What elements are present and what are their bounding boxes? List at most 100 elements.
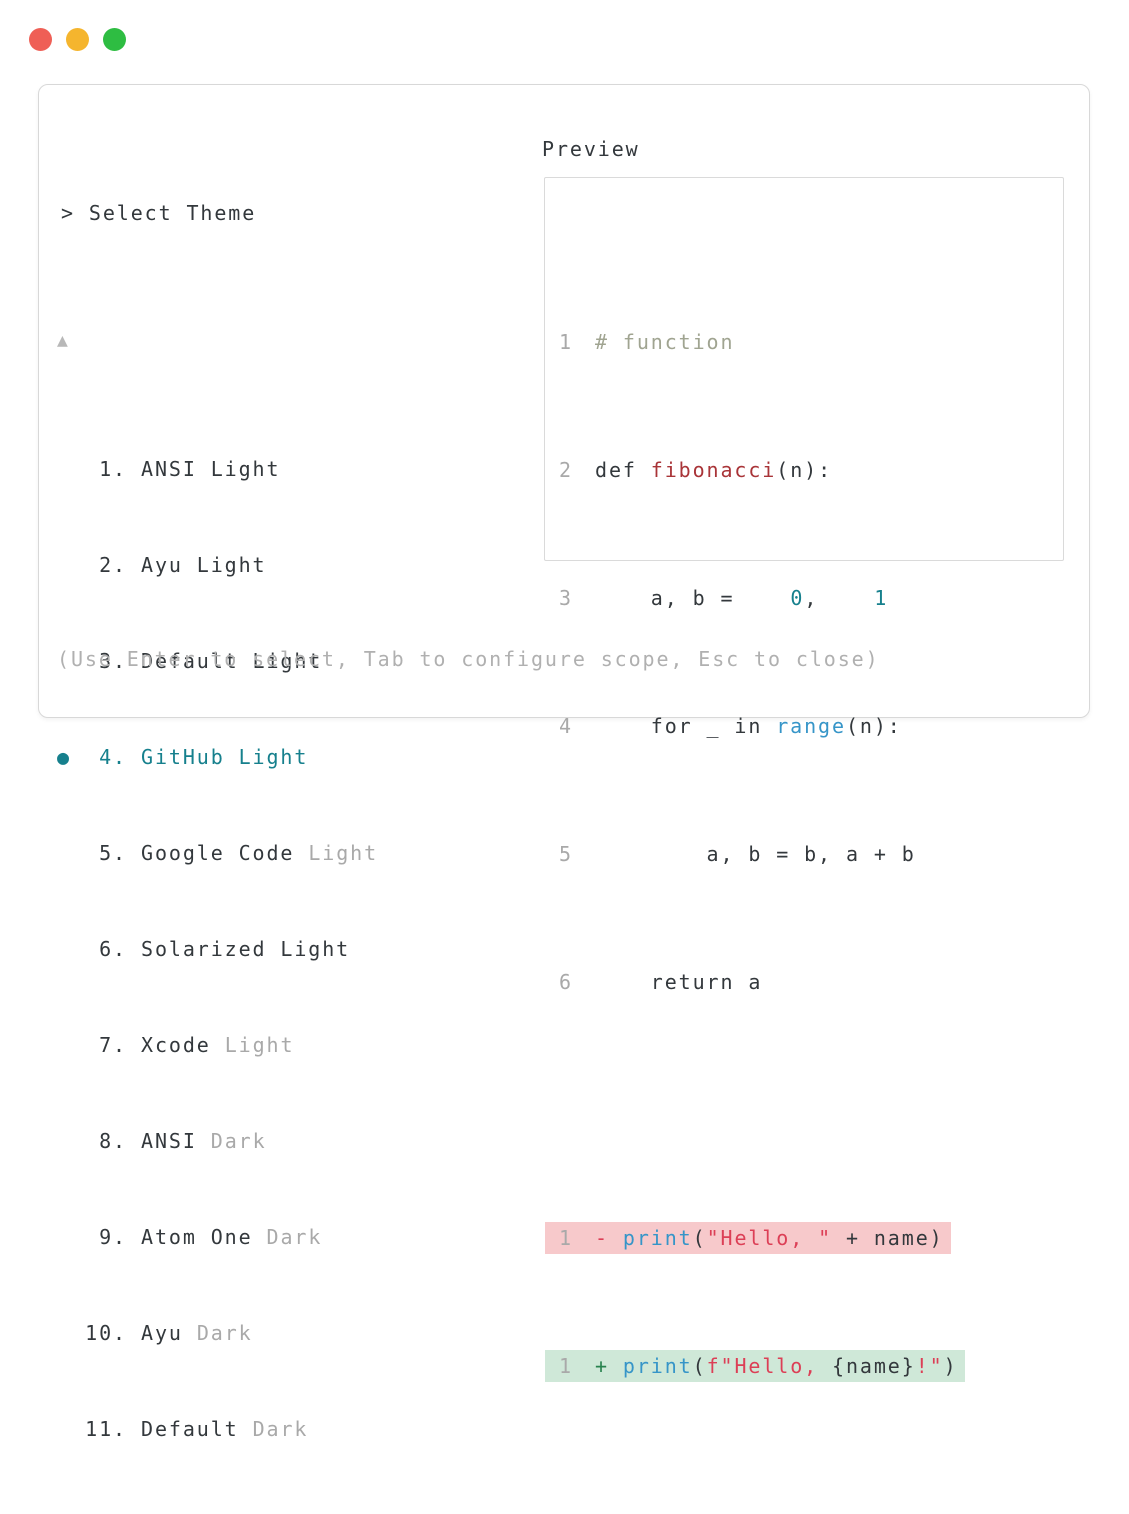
code-token: print — [622, 1354, 693, 1378]
option-number: 11. — [85, 1417, 127, 1441]
code-token: def — [595, 458, 651, 482]
option-number: 4. — [99, 745, 127, 769]
option-name: Ayu Light — [141, 553, 267, 577]
code-token: 1 — [874, 586, 889, 610]
code-token: range — [776, 714, 846, 738]
option-suffix: Dark — [266, 1225, 323, 1249]
preview-title: Preview — [542, 137, 640, 161]
code-line: 3 a, b = 0, 1 — [545, 582, 1063, 614]
blank-line — [545, 1094, 1063, 1126]
theme-option-default-light[interactable]: 3. Default Light — [57, 645, 378, 677]
code-token: return a — [595, 970, 763, 994]
zoom-icon[interactable] — [103, 28, 126, 51]
option-number: 3. — [99, 649, 127, 673]
close-icon[interactable] — [29, 28, 52, 51]
theme-option-ayu-dark[interactable]: 10. Ayu Dark — [57, 1317, 378, 1349]
code-token: f"Hello, — [706, 1354, 833, 1378]
option-name: Dracula — [141, 1509, 239, 1514]
option-number: 9. — [99, 1225, 127, 1249]
theme-option-github-light-selected[interactable]: ● 4. GitHub Light — [57, 741, 378, 773]
code-token: print — [622, 1226, 693, 1250]
theme-option-ansi-dark[interactable]: 8. ANSI Dark — [57, 1125, 378, 1157]
code-token: "Hello, " — [706, 1226, 833, 1250]
theme-list: > Select Theme ▲ 1. ANSI Light 2. Ayu Li… — [57, 133, 378, 1514]
code-token: 0 — [790, 586, 805, 610]
option-number: 1. — [99, 457, 127, 481]
line-number: 1 — [559, 1354, 573, 1378]
option-name: ANSI — [141, 1129, 197, 1153]
option-name: ANSI Light — [141, 457, 281, 481]
option-number: 8. — [99, 1129, 127, 1153]
code-token: (n): — [776, 458, 833, 482]
option-suffix: Light — [224, 1033, 295, 1057]
option-suffix: Dark — [253, 1509, 309, 1514]
code-token: a, b = b, a + b — [595, 842, 916, 866]
code-token: # function — [595, 330, 735, 354]
code-token: {name} — [832, 1354, 916, 1378]
option-number: 2. — [99, 553, 127, 577]
code-token: fibonacci — [650, 458, 777, 482]
prompt-text: > Select Theme — [61, 201, 257, 225]
minimize-icon[interactable] — [66, 28, 89, 51]
code-line: 1 # function — [545, 326, 1063, 358]
code-token: ) — [943, 1354, 958, 1378]
theme-option-atom-one-dark[interactable]: 9. Atom One Dark — [57, 1221, 378, 1253]
selected-bullet-icon: ● — [57, 745, 71, 769]
diff-minus-sign: - — [595, 1226, 623, 1250]
option-name: Xcode — [141, 1033, 211, 1057]
line-number: 2 — [559, 458, 573, 482]
line-number: 1 — [559, 330, 573, 354]
line-number: 6 — [559, 970, 573, 994]
option-name: Solarized Light — [141, 937, 351, 961]
diff-removed-line: 1- print("Hello, " + name) — [545, 1222, 951, 1254]
diff-added-line: 1 + print(f"Hello, {name}!") — [545, 1350, 965, 1382]
scroll-up-control[interactable]: ▲ — [57, 325, 378, 357]
option-suffix: Dark — [210, 1129, 267, 1153]
theme-option-default-dark[interactable]: 11. Default Dark — [57, 1413, 378, 1445]
code-token: ( — [692, 1354, 707, 1378]
option-name: Default Light — [141, 649, 323, 673]
option-number: 6. — [99, 937, 127, 961]
option-suffix: Dark — [196, 1321, 253, 1345]
code-token: , — [804, 586, 833, 610]
code-line: 6 return a — [545, 966, 1063, 998]
option-number: 5. — [99, 841, 127, 865]
option-name: Google Code — [141, 841, 295, 865]
code-line: 4 for _ in range(n): — [545, 710, 1063, 742]
line-number: 4 — [559, 714, 573, 738]
option-suffix: Dark — [252, 1417, 309, 1441]
option-name: Atom One — [141, 1225, 253, 1249]
option-name: GitHub Light — [141, 745, 309, 769]
code-line: 2 def fibonacci(n): — [545, 454, 1063, 486]
scroll-up-icon: ▲ — [57, 330, 70, 351]
help-hint-text: (Use Enter to select, Tab to configure s… — [57, 647, 880, 671]
window-controls — [29, 28, 126, 51]
code-token: !" — [915, 1354, 944, 1378]
theme-option-solarized-light[interactable]: 6. Solarized Light — [57, 933, 378, 965]
code-token: ( — [692, 1226, 707, 1250]
code-token: a, b = — [595, 586, 749, 610]
line-number: 5 — [559, 842, 573, 866]
option-number: 10. — [85, 1321, 127, 1345]
theme-picker-dialog: > Select Theme ▲ 1. ANSI Light 2. Ayu Li… — [38, 84, 1090, 1514]
line-number: 3 — [559, 586, 573, 610]
option-number: 7. — [99, 1033, 127, 1057]
theme-option-xcode-light[interactable]: 7. Xcode Light — [57, 1029, 378, 1061]
code-token: for _ in — [595, 714, 777, 738]
theme-option-ayu-light[interactable]: 2. Ayu Light — [57, 549, 378, 581]
code-token: + name) — [832, 1226, 944, 1250]
code-token: (n): — [845, 714, 902, 738]
line-number: 1 — [559, 1226, 573, 1250]
option-suffix: Light — [308, 841, 379, 865]
diff-plus-sign: + — [595, 1354, 623, 1378]
theme-option-dracula-dark[interactable]: 12. Dracula Dark — [57, 1509, 378, 1514]
theme-option-ansi-light[interactable]: 1. ANSI Light — [57, 453, 378, 485]
option-name: Default — [141, 1417, 239, 1441]
code-line: 5 a, b = b, a + b — [545, 838, 1063, 870]
theme-option-google-code-light[interactable]: 5. Google Code Light — [57, 837, 378, 869]
select-theme-prompt: > Select Theme — [57, 197, 378, 229]
option-name: Ayu — [141, 1321, 183, 1345]
option-number: 12. — [85, 1509, 127, 1514]
